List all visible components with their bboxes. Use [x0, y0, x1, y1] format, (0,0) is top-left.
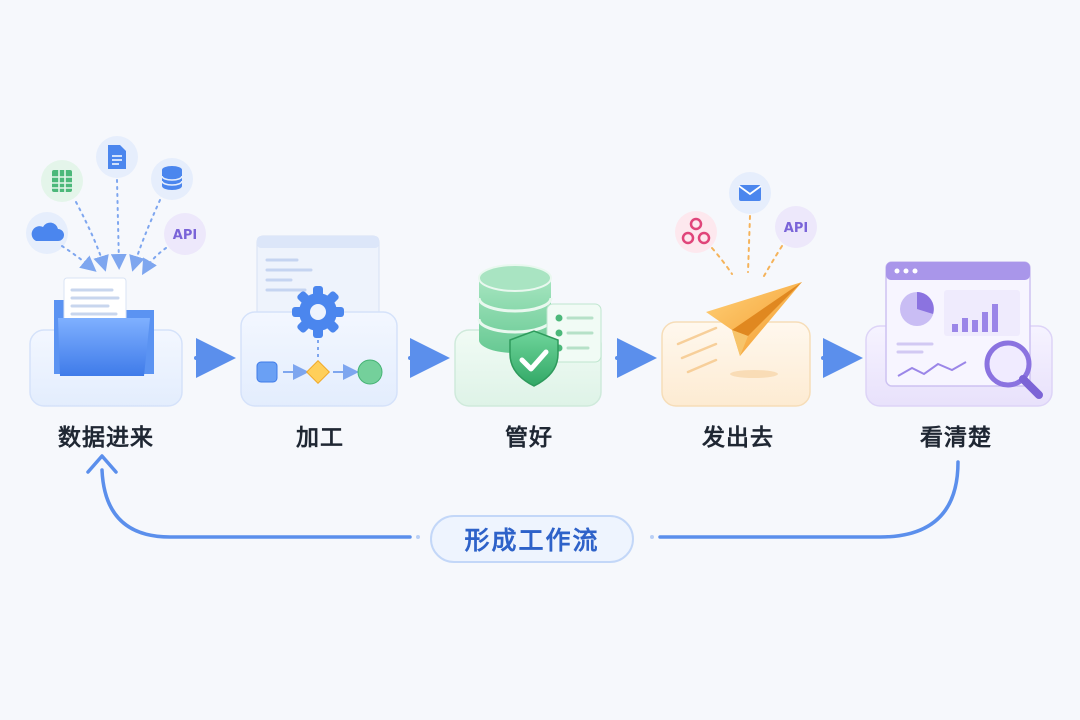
database-source-icon [151, 158, 193, 200]
database-shield-icon [477, 264, 602, 387]
api-source-label: API [173, 228, 197, 243]
stage-label-deliver: 发出去 [702, 425, 774, 451]
paper-plane-icon [706, 282, 802, 356]
workflow-loop-label: 形成工作流 [430, 515, 634, 563]
stage-govern-illustration [454, 264, 602, 407]
stage-label-visualize: 看清楚 [920, 425, 992, 451]
mail-output-icon [729, 172, 771, 214]
stage-data-in-illustration: API [26, 136, 206, 407]
webhook-output-icon [675, 211, 717, 253]
stage-process-illustration [240, 235, 398, 407]
dashboard-magnifier-icon [885, 261, 1043, 399]
document-source-icon [96, 136, 138, 178]
gear-workflow-icon [256, 286, 383, 385]
cloud-source-icon [26, 212, 68, 254]
folder-icon [54, 277, 154, 376]
api-output-icon: API [775, 206, 817, 248]
feedback-loop [86, 454, 960, 539]
stage-label-govern: 管好 [505, 425, 553, 451]
stage-label-process: 加工 [296, 425, 344, 451]
stage-deliver-illustration: API [661, 172, 817, 407]
spreadsheet-source-icon [41, 160, 83, 202]
api-source-icon: API [164, 213, 206, 255]
stage-visualize-illustration [865, 261, 1053, 407]
source-feed-lines [61, 179, 167, 276]
stage-label-data-in: 数据进来 [58, 425, 154, 451]
loop-dots [416, 535, 654, 539]
api-output-label: API [784, 221, 808, 236]
